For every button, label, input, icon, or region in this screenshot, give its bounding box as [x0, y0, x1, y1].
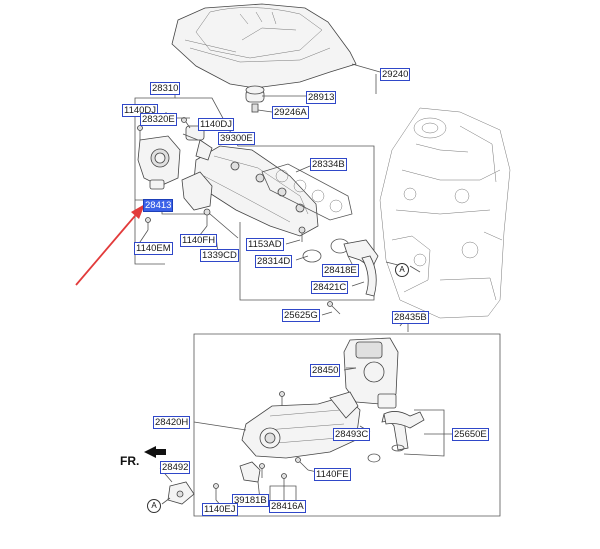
lower-parts-drawing	[167, 391, 309, 505]
engine-cover-drawing	[171, 3, 357, 89]
label-28320e[interactable]: 28320E	[140, 113, 177, 126]
label-28420h[interactable]: 28420H	[153, 416, 191, 429]
label-1140fh[interactable]: 1140FH	[180, 234, 218, 247]
grommet-drawing	[245, 85, 265, 113]
label-28314d[interactable]: 28314D	[255, 255, 293, 268]
egr-valve-drawing	[343, 337, 399, 409]
label-1153ad[interactable]: 1153AD	[246, 238, 284, 251]
label-1140em[interactable]: 1140EM	[134, 242, 173, 255]
label-1140ej[interactable]: 1140EJ	[202, 503, 238, 516]
orientation-label: FR.	[120, 454, 140, 468]
engine-block-drawing	[379, 107, 511, 319]
label-29246a[interactable]: 29246A	[272, 106, 309, 119]
hose-drawing	[367, 411, 425, 463]
label-28413[interactable]: 28413	[143, 199, 174, 212]
label-28913[interactable]: 28913	[306, 91, 337, 104]
label-28435b[interactable]: 28435B	[392, 311, 429, 324]
label-28310[interactable]: 28310	[150, 82, 181, 95]
label-28418e[interactable]: 28418E	[322, 264, 359, 277]
pipe-drawing	[302, 238, 379, 297]
label-25650e[interactable]: 25650E	[452, 428, 489, 441]
label-28492[interactable]: 28492	[160, 461, 191, 474]
label-28421c[interactable]: 28421C	[311, 281, 349, 294]
label-28493c[interactable]: 28493C	[333, 428, 371, 441]
label-28450[interactable]: 28450	[310, 364, 341, 377]
gasket-drawing	[261, 163, 353, 221]
label-39181b[interactable]: 39181B	[232, 494, 269, 507]
label-1140dj-b[interactable]: 1140DJ	[198, 118, 235, 131]
callout-arrow	[75, 204, 145, 286]
reference-marker-a-lower: A	[147, 499, 161, 513]
label-29240[interactable]: 29240	[380, 68, 411, 81]
reference-marker-a-upper: A	[395, 263, 409, 277]
label-39300e[interactable]: 39300E	[218, 132, 255, 145]
egr-cooler-drawing	[241, 391, 361, 459]
label-1140fe[interactable]: 1140FE	[314, 468, 351, 481]
label-1339cd[interactable]: 1339CD	[200, 249, 239, 262]
label-28334b[interactable]: 28334B	[310, 158, 347, 171]
intake-manifold-drawing	[181, 145, 319, 237]
label-25625g[interactable]: 25625G	[282, 309, 320, 322]
fr-arrow	[144, 446, 166, 458]
throttle-body-drawing	[137, 125, 213, 190]
label-28416a[interactable]: 28416A	[269, 500, 306, 513]
